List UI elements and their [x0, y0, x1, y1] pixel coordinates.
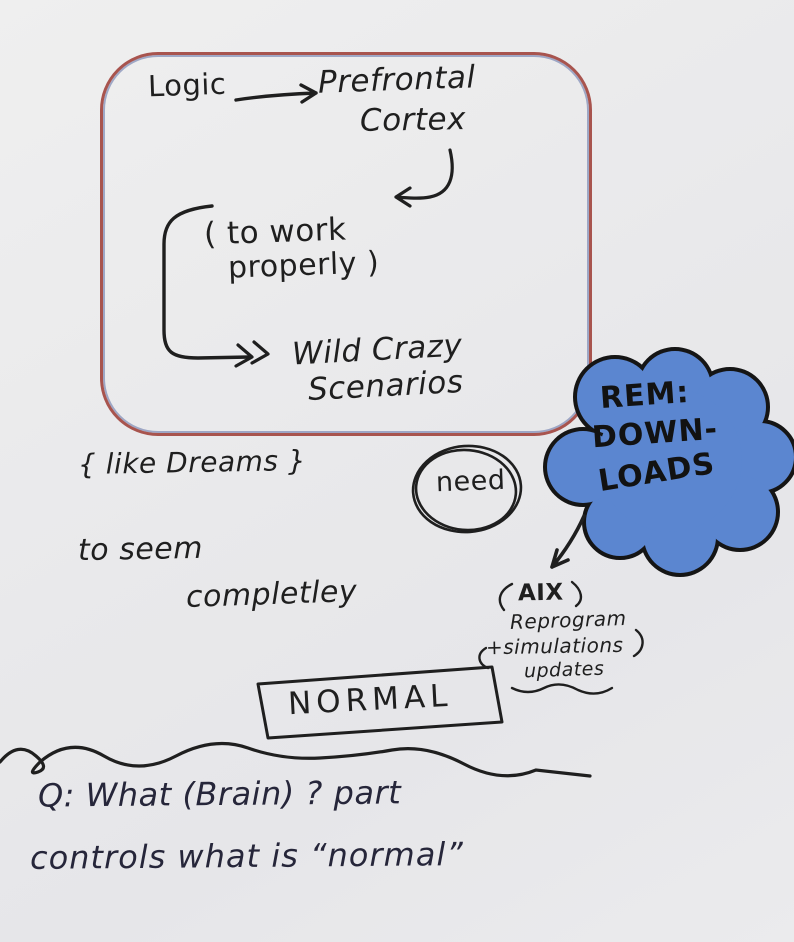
- normal-box: [256, 665, 504, 740]
- wavy-divider: [0, 741, 592, 778]
- rem-cloud: [543, 347, 794, 577]
- updates-label: updates: [523, 657, 605, 683]
- cloud-rem-label: REM:: [598, 374, 691, 417]
- like-dreams-label: { like Dreams }: [77, 444, 307, 481]
- reprogram-label: Reprogram: [509, 605, 627, 635]
- loop-arrowhead-double-chevron: [234, 340, 270, 368]
- aix-scribbles: [478, 580, 644, 695]
- loop-to-scenarios-arrow: [162, 204, 252, 360]
- completley-label: completley: [185, 574, 358, 615]
- normal-label: NORMAL: [287, 677, 454, 723]
- logic-to-prefrontal-arrow: [234, 83, 318, 104]
- simulations-label: +simulations: [485, 632, 624, 660]
- cortex-label: Cortex: [359, 101, 467, 139]
- cortex-return-arrow: [394, 148, 454, 208]
- aix-label: AIX: [517, 579, 564, 607]
- question-line-2: controls what is “normal”: [29, 835, 464, 877]
- to-seem-label: to seem: [77, 530, 204, 569]
- need-label: need: [435, 464, 506, 499]
- prefrontal-label: Prefrontal: [317, 59, 477, 101]
- need-circle: [411, 444, 523, 534]
- to-work-label: ( to work: [203, 211, 348, 253]
- cloud-to-aix-arrow: [550, 514, 586, 569]
- logic-frame: [100, 52, 592, 436]
- properly-label: properly ): [227, 245, 380, 286]
- question-line-1: Q: What (Brain) ? part: [37, 773, 402, 815]
- scenarios-label: Scenarios: [307, 363, 465, 409]
- logic-label: Logic: [147, 66, 227, 104]
